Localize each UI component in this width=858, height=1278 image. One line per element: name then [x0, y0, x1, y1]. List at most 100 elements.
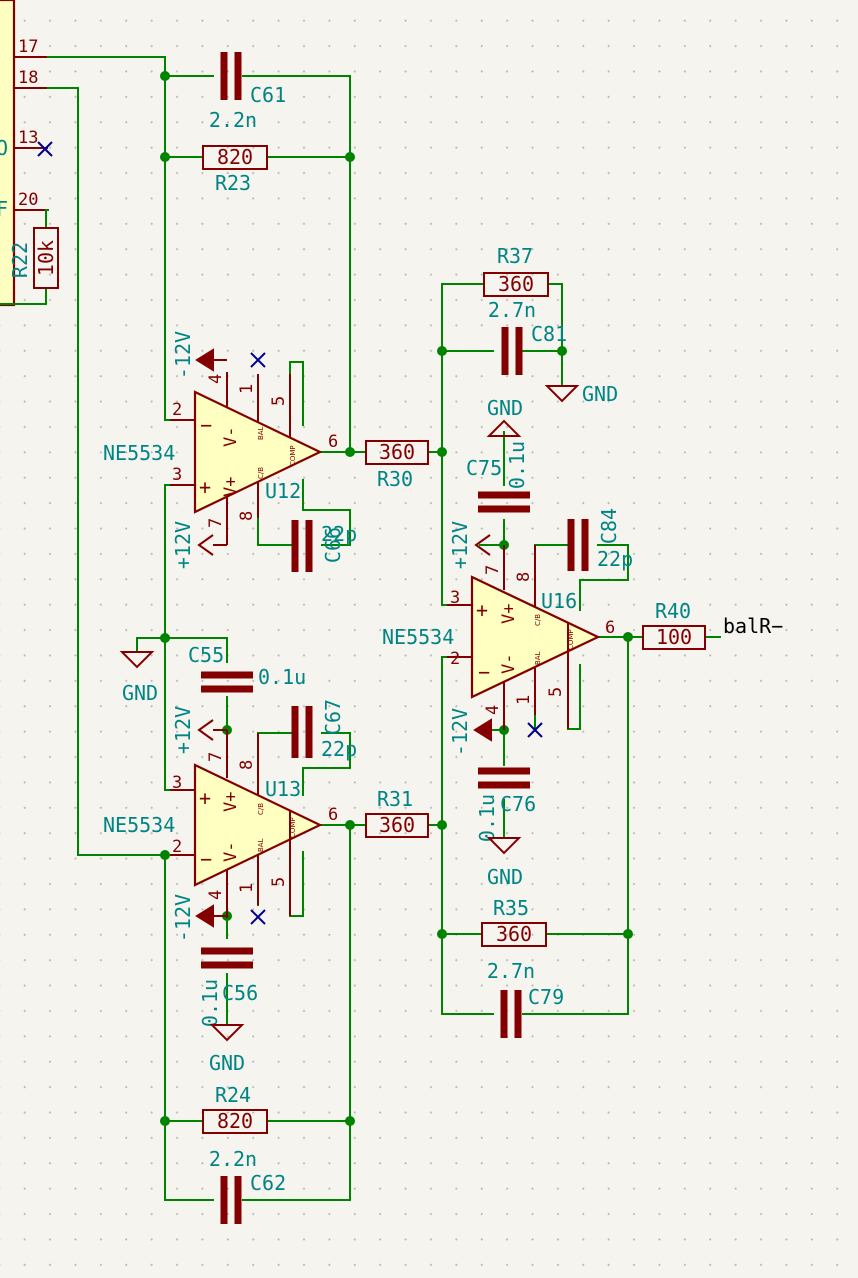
- capacitor-c62[interactable]: C62 2.2n: [209, 1147, 286, 1224]
- no-connect-marker-u12-pin1: [250, 352, 266, 368]
- u13-part: NE5534: [103, 813, 175, 837]
- u13-plus-sign: +: [199, 786, 211, 810]
- c81-value: 2.7n: [488, 298, 536, 322]
- r40-value: 100: [656, 625, 692, 649]
- u13-bal: BAL: [257, 838, 265, 852]
- resistor-r23[interactable]: 820 R23: [202, 145, 268, 195]
- c66-value: 22p: [321, 522, 357, 546]
- r30-ref: R30: [377, 467, 413, 491]
- r35-ref: R35: [493, 896, 529, 920]
- capacitor-c55[interactable]: C55 0.1u: [188, 643, 306, 693]
- gnd-u13-left: GND: [119, 651, 158, 705]
- power-pos12-u16: +12V: [448, 521, 491, 569]
- c76-value: 0.1u: [475, 794, 499, 842]
- connector-pin-18: 18: [18, 68, 38, 88]
- u12-part: NE5534: [103, 441, 175, 465]
- connector-body: [0, 0, 16, 307]
- u16-plus-sign: +: [476, 598, 488, 622]
- c62-value: 2.2n: [209, 1147, 257, 1171]
- resistor-r37[interactable]: 360 R37: [483, 244, 549, 297]
- no-connect-marker-pin13: [37, 141, 53, 157]
- gnd-c76: GND: [486, 837, 523, 889]
- u13-cb: C/B: [257, 803, 265, 815]
- net-label-balr-minus[interactable]: balR−: [723, 614, 783, 638]
- u12-pin-7: 7: [206, 518, 226, 528]
- gnd-label-3: GND: [582, 382, 618, 406]
- u16-bal: BAL: [534, 651, 542, 665]
- u13-comp: COMP: [289, 817, 297, 838]
- r23-ref: R23: [215, 171, 251, 195]
- opamp-u13[interactable]: 3 2 7 4 8 1 5 6 + − V+ V- C/B BAL COMP N…: [103, 730, 338, 925]
- capacitor-c66[interactable]: 22p C66: [291, 520, 357, 572]
- u12-vplus: V+: [221, 477, 241, 497]
- capacitor-c61[interactable]: C61 2.2n: [209, 52, 286, 132]
- u13-pin-4: 4: [206, 890, 226, 900]
- u12-plus-sign: +: [199, 475, 211, 499]
- connector-side-label-f: F: [0, 197, 8, 221]
- power-pos12-u12: +12V: [171, 521, 227, 569]
- u13-vplus: V+: [221, 792, 241, 812]
- u13-pin-1: 1: [237, 883, 257, 893]
- u16-vminus: V-: [499, 654, 519, 674]
- u16-ref: U16: [541, 589, 577, 613]
- r35-value: 360: [496, 922, 532, 946]
- r23-value: 820: [217, 145, 253, 169]
- u12-pin-5: 5: [269, 396, 289, 406]
- u16-cb: C/B: [534, 614, 542, 626]
- capacitor-c67[interactable]: 22p C67: [291, 699, 357, 761]
- u12-pin-2: 2: [172, 400, 182, 420]
- u16-pin-3: 3: [450, 588, 460, 608]
- gnd-c75: GND: [486, 396, 523, 437]
- resistor-r30[interactable]: 360 R30: [365, 440, 429, 491]
- u13-minus-sign: −: [200, 847, 212, 871]
- u13-vminus: V-: [221, 842, 241, 862]
- c56-ref: C56: [222, 981, 258, 1005]
- u16-vplus: V+: [499, 604, 519, 624]
- capacitor-c79[interactable]: C79 2.7n: [487, 959, 564, 1038]
- power-neg12-u13: -12V: [171, 894, 227, 942]
- resistor-r35[interactable]: 360 R35: [481, 896, 547, 947]
- capacitor-c75[interactable]: C75 0.1u: [466, 441, 530, 513]
- c84-ref: C84: [597, 508, 621, 544]
- resistor-r24[interactable]: 820 R24: [202, 1083, 268, 1134]
- connector-pin-13: 13: [18, 128, 38, 148]
- r37-ref: R37: [497, 244, 533, 268]
- u12-comp: COMP: [289, 445, 297, 466]
- u16-minus-sign: −: [478, 660, 490, 684]
- connector-j-left: 17 18 13 20 O F: [0, 0, 53, 307]
- u12-pin-4: 4: [206, 374, 226, 384]
- r31-ref: R31: [377, 787, 413, 811]
- u12-ref: U12: [265, 479, 301, 503]
- resistor-r31[interactable]: 360 R31: [365, 787, 429, 838]
- u12-pin-8: 8: [237, 511, 257, 521]
- no-connect-marker-u13-pin1: [250, 909, 266, 925]
- c81-ref: C81: [531, 322, 567, 346]
- power-neg12-u16: -12V: [448, 708, 492, 756]
- u13-pin-5: 5: [269, 877, 289, 887]
- u13-pos12-label: +12V: [171, 706, 195, 754]
- resistor-r22[interactable]: 10k R22: [8, 227, 59, 289]
- u16-neg12-label: -12V: [448, 708, 472, 756]
- u16-part: NE5534: [382, 625, 454, 649]
- r37-value: 360: [498, 272, 534, 296]
- gnd-label-5: GND: [487, 865, 523, 889]
- resistor-r40[interactable]: 100 R40: [642, 599, 706, 650]
- capacitor-c81[interactable]: C81 2.7n: [488, 298, 567, 375]
- u16-pin-1: 1: [514, 695, 534, 705]
- c56-value: 0.1u: [198, 979, 222, 1027]
- opamp-u16[interactable]: 3 2 7 4 8 1 5 6 + − V+ V- C/B BAL COMP N…: [382, 545, 615, 738]
- r24-value: 820: [217, 1109, 253, 1133]
- u13-pin-6: 6: [328, 805, 338, 825]
- capacitor-c56[interactable]: C56 0.1u: [198, 947, 258, 1027]
- opamp-u12[interactable]: 2 3 4 7 1 5 8 6 − + V- V+ BAL COMP C/B N…: [103, 352, 338, 545]
- power-pos12-u13: +12V: [171, 706, 227, 754]
- capacitor-c84[interactable]: 22p C84: [567, 508, 633, 571]
- gnd-label-4: GND: [487, 396, 523, 420]
- u12-bal: BAL: [257, 426, 265, 440]
- c62-ref: C62: [250, 1171, 286, 1195]
- c79-value: 2.7n: [487, 959, 535, 983]
- c66-ref: C66: [321, 527, 345, 563]
- capacitor-c76[interactable]: C76 0.1u: [475, 767, 536, 842]
- u12-neg12-label: -12V: [171, 331, 195, 379]
